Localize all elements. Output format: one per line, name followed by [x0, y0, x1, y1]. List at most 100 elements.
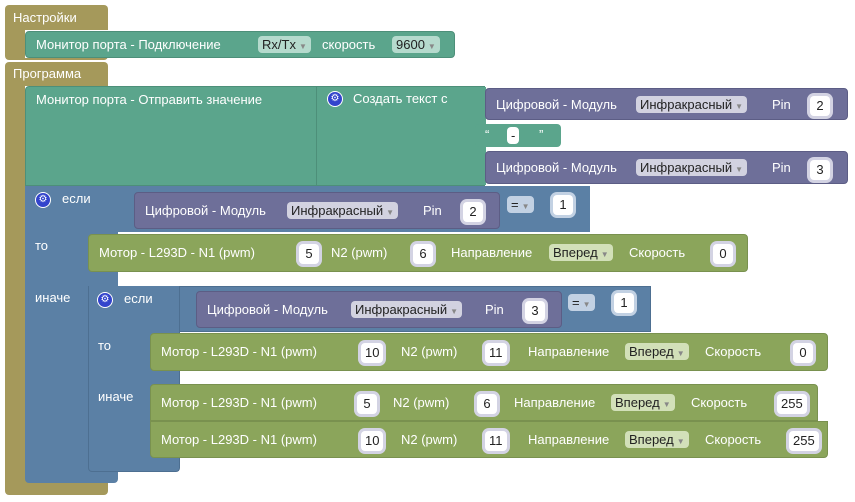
if-block-divider: [88, 272, 118, 286]
speed-dropdown[interactable]: 9600▼: [392, 36, 440, 53]
speed-label: Скорость: [705, 432, 762, 447]
gear-icon[interactable]: ⚙: [97, 292, 113, 308]
setup-label: Настройки: [13, 10, 77, 25]
module-value: Инфракрасный: [355, 302, 448, 317]
operator-dropdown[interactable]: =▼: [507, 196, 534, 213]
digital-label: Цифровой - Модуль: [145, 203, 266, 218]
pin-label: Pin: [485, 302, 504, 317]
create-text-block[interactable]: ⚙ Создать текст с: [316, 87, 486, 185]
speed-value: 9600: [396, 37, 425, 52]
chevron-down-icon: ▼: [735, 165, 744, 174]
speed-label: Скорость: [629, 245, 686, 260]
digital-read-block[interactable]: Цифровой - Модуль Инфракрасный▼ Pin 2: [485, 88, 848, 120]
pin-input[interactable]: 3: [810, 160, 830, 180]
direction-value: Вперед: [629, 432, 674, 447]
else-label: иначе: [35, 290, 71, 305]
direction-label: Направление: [451, 245, 533, 260]
chevron-down-icon: ▼: [662, 400, 671, 409]
speed-input[interactable]: 0: [793, 343, 813, 363]
program-label: Программа: [13, 66, 82, 81]
serial-send-label: Монитор порта - Отправить значение: [36, 92, 263, 107]
if-label: если: [62, 191, 91, 206]
n2-input[interactable]: 11: [485, 431, 507, 451]
digital-read-block[interactable]: Цифровой - Модуль Инфракрасный▼ Pin 3: [196, 291, 562, 328]
direction-dropdown[interactable]: Вперед▼: [549, 244, 613, 261]
module-dropdown[interactable]: Инфракрасный▼: [636, 96, 748, 113]
n2-input[interactable]: 6: [477, 394, 497, 414]
n2-label: N2 (pwm): [401, 432, 458, 447]
speed-label: скорость: [322, 37, 376, 52]
motor-label: Мотор - L293D - N1 (pwm): [161, 395, 317, 410]
compare-value-input[interactable]: 1: [553, 195, 573, 215]
chevron-down-icon: ▼: [676, 437, 685, 446]
motor-block[interactable]: Мотор - L293D - N1 (pwm) 10 N2 (pwm) 11 …: [150, 333, 828, 371]
direction-dropdown[interactable]: Вперед▼: [611, 394, 675, 411]
if-label: если: [124, 291, 153, 306]
else-label: иначе: [98, 389, 134, 404]
text-block[interactable]: “ - ”: [475, 124, 561, 147]
direction-dropdown[interactable]: Вперед▼: [625, 343, 689, 360]
speed-input[interactable]: 255: [789, 431, 819, 451]
pin-input[interactable]: 2: [463, 202, 483, 222]
chevron-down-icon: ▼: [735, 102, 744, 111]
pin-label: Pin: [423, 203, 442, 218]
motor-label: Мотор - L293D - N1 (pwm): [161, 344, 317, 359]
port-value: Rx/Tx: [262, 37, 296, 52]
direction-label: Направление: [514, 395, 596, 410]
module-dropdown[interactable]: Инфракрасный▼: [351, 301, 463, 318]
direction-value: Вперед: [615, 395, 660, 410]
chevron-down-icon: ▼: [582, 300, 591, 309]
chevron-down-icon: ▼: [298, 42, 307, 51]
digital-label: Цифровой - Модуль: [207, 302, 328, 317]
pin-label: Pin: [772, 97, 791, 112]
direction-dropdown[interactable]: Вперед▼: [625, 431, 689, 448]
chevron-down-icon: ▼: [427, 42, 436, 51]
module-value: Инфракрасный: [640, 160, 733, 175]
motor-label: Мотор - L293D - N1 (pwm): [99, 245, 255, 260]
then-label: то: [35, 238, 49, 253]
module-dropdown[interactable]: Инфракрасный▼: [636, 159, 748, 176]
port-dropdown[interactable]: Rx/Tx▼: [258, 36, 311, 53]
pin-input[interactable]: 2: [810, 96, 830, 116]
n1-input[interactable]: 5: [357, 394, 377, 414]
then-label: то: [98, 338, 112, 353]
text-input[interactable]: -: [507, 127, 520, 144]
module-value: Инфракрасный: [640, 97, 733, 112]
motor-block[interactable]: Мотор - L293D - N1 (pwm) 5 N2 (pwm) 6 На…: [88, 234, 748, 272]
speed-label: Скорость: [691, 395, 748, 410]
direction-value: Вперед: [553, 245, 598, 260]
speed-input[interactable]: 0: [713, 244, 733, 264]
serial-connect-block[interactable]: Монитор порта - Подключение Rx/Tx▼ скоро…: [25, 31, 455, 58]
pin-label: Pin: [772, 160, 791, 175]
gear-icon[interactable]: ⚙: [35, 192, 51, 208]
pin-input[interactable]: 3: [525, 301, 545, 321]
motor-label: Мотор - L293D - N1 (pwm): [161, 432, 317, 447]
n2-label: N2 (pwm): [393, 395, 450, 410]
n1-input[interactable]: 10: [361, 431, 384, 451]
direction-label: Направление: [528, 432, 610, 447]
n2-input[interactable]: 6: [413, 244, 433, 264]
chevron-down-icon: ▼: [521, 202, 530, 211]
gear-icon[interactable]: ⚙: [327, 91, 343, 107]
digital-read-block[interactable]: Цифровой - Модуль Инфракрасный▼ Pin 3: [485, 151, 848, 184]
compare-value-input[interactable]: 1: [614, 293, 634, 313]
motor-block[interactable]: Мотор - L293D - N1 (pwm) 5 N2 (pwm) 6 На…: [150, 384, 818, 421]
n2-label: N2 (pwm): [401, 344, 458, 359]
n1-input[interactable]: 10: [361, 343, 384, 363]
n1-input[interactable]: 5: [299, 244, 319, 264]
operator-dropdown[interactable]: =▼: [568, 294, 595, 311]
module-dropdown[interactable]: Инфракрасный▼: [287, 202, 399, 219]
quote-open: “: [485, 127, 490, 142]
operator-value: =: [572, 295, 580, 310]
n2-input[interactable]: 11: [485, 343, 507, 363]
digital-label: Цифровой - Модуль: [496, 160, 617, 175]
speed-label: Скорость: [705, 344, 762, 359]
speed-input[interactable]: 255: [777, 394, 807, 414]
chevron-down-icon: ▼: [450, 307, 459, 316]
chevron-down-icon: ▼: [600, 250, 609, 259]
if-block-divider: [150, 370, 179, 384]
motor-block[interactable]: Мотор - L293D - N1 (pwm) 10 N2 (pwm) 11 …: [150, 421, 828, 458]
create-text-label: Создать текст с: [353, 91, 448, 106]
digital-read-block[interactable]: Цифровой - Модуль Инфракрасный▼ Pin 2: [134, 192, 500, 229]
quote-close: ”: [539, 127, 544, 142]
